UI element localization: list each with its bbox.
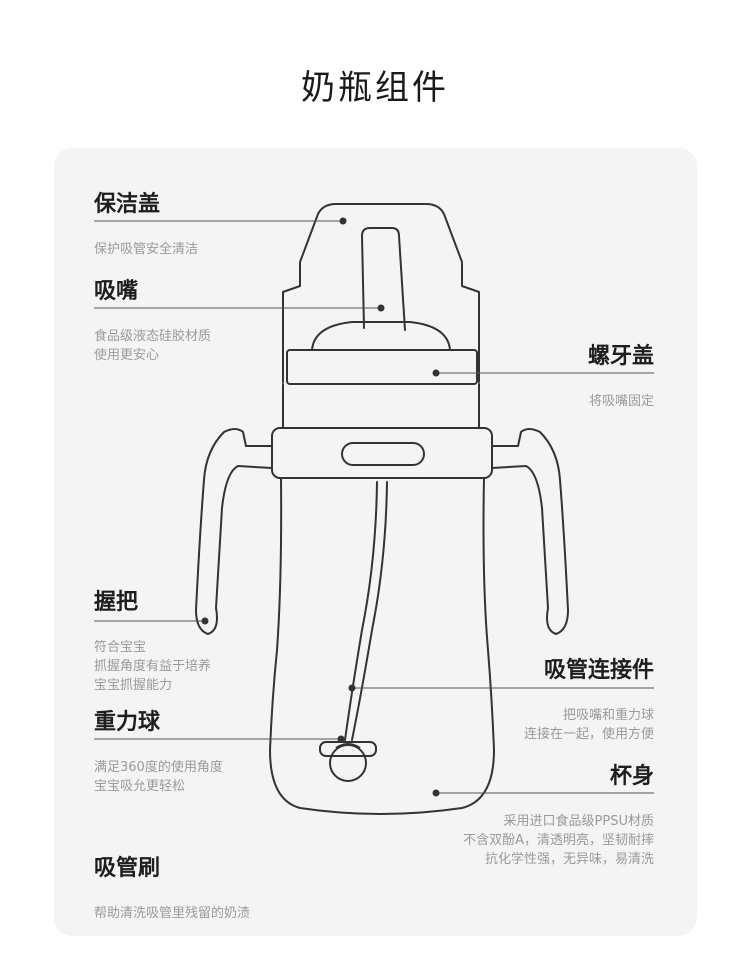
page-title: 奶瓶组件 (301, 68, 449, 108)
diagram-panel (54, 148, 697, 936)
nipple-name: 吸嘴 (94, 279, 139, 304)
screw-cap-outline (286, 349, 478, 385)
callout-gravity-ball: 重力球 满足360度的使用角度 宝宝吸允更轻松 (94, 704, 223, 796)
brush-desc: 帮助清洗吸管里残留的奶渍 (94, 906, 251, 921)
connector-name: 吸管连接件 (543, 658, 654, 683)
handle-desc: 符合宝宝 抓握角度有益于培养 宝宝抓握能力 (94, 640, 212, 693)
screw-cap-name: 螺牙盖 (587, 344, 654, 369)
collar-outline (282, 383, 480, 429)
nipple-desc: 食品级液态硅胶材质 使用更安心 (94, 329, 212, 363)
callout-connector: 吸管连接件 把吸嘴和重力球 连接在一起，使用方便 (524, 652, 654, 744)
nipple-outline (361, 227, 406, 331)
connector-desc: 把吸嘴和重力球 连接在一起，使用方便 (523, 708, 654, 742)
gravity-ball-desc: 满足360度的使用角度 宝宝吸允更轻松 (94, 760, 223, 794)
callout-body: 杯身 采用进口食品级PPSU材质 不含双酚A，清透明亮，坚韧耐摔 抗化学性强，无… (463, 758, 654, 869)
callout-nipple: 吸嘴 食品级液态硅胶材质 使用更安心 (94, 273, 211, 365)
gravity-ball-name: 重力球 (94, 710, 161, 735)
callout-brush: 吸管刷 帮助清洗吸管里残留的奶渍 (94, 850, 250, 923)
right-handle (491, 428, 569, 635)
callout-cap: 保洁盖 保护吸管安全清洁 (94, 186, 198, 259)
brush-name: 吸管刷 (94, 856, 161, 881)
body-outline (269, 477, 495, 815)
dot-gravity-ball (337, 735, 345, 743)
callout-screw-cap: 螺牙盖 将吸嘴固定 (588, 338, 654, 411)
nipple-base (311, 321, 451, 351)
body-desc: 采用进口食品级PPSU材质 不含双酚A，清透明亮，坚韧耐摔 抗化学性强，无异味，… (463, 814, 654, 867)
body-name: 杯身 (609, 764, 654, 789)
handle-ring (271, 427, 493, 479)
dot-connector (348, 684, 356, 692)
straw-outline (344, 481, 388, 741)
dot-nipple (377, 304, 385, 312)
dot-cap (339, 217, 347, 225)
gravity-ball (319, 741, 377, 782)
dot-body (432, 789, 440, 797)
cap-name: 保洁盖 (94, 192, 161, 217)
dot-handle (201, 617, 209, 625)
handle-name: 握把 (94, 590, 139, 615)
left-handle (195, 428, 273, 635)
handle-ring-slot (341, 442, 425, 466)
callout-handle: 握把 符合宝宝 抓握角度有益于培养 宝宝抓握能力 (94, 584, 211, 695)
cap-outline (282, 203, 480, 383)
screw-cap-desc: 将吸嘴固定 (588, 394, 654, 409)
cap-desc: 保护吸管安全清洁 (94, 242, 199, 257)
dot-screw-cap (432, 369, 440, 377)
